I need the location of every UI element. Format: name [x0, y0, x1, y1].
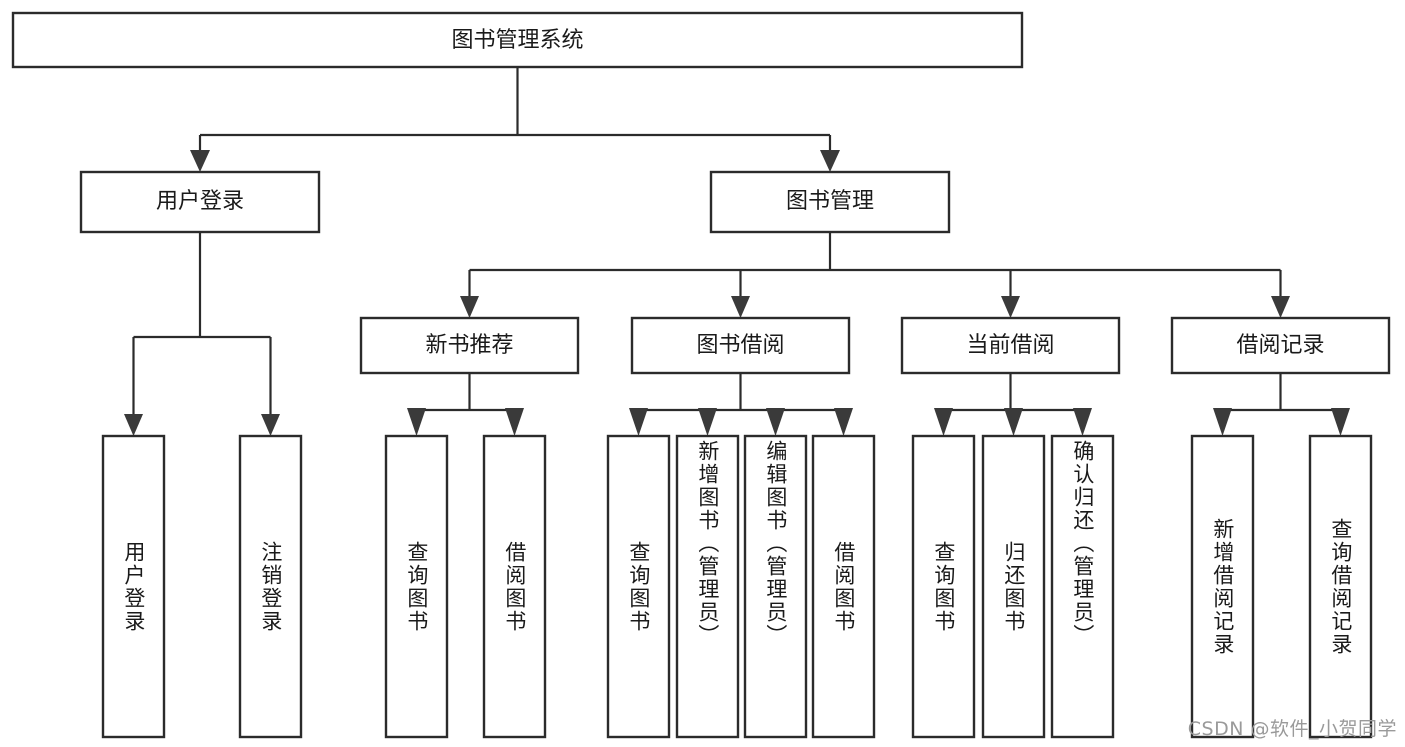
- node-leaf-query-book-current-box[interactable]: [911, 434, 976, 739]
- node-root-box[interactable]: [11, 11, 1024, 69]
- leaf-box-layer: [101, 434, 1373, 739]
- arrow-to-borrow-record-icon: [1271, 296, 1290, 318]
- node-leaf-borrow-book-borrow-box[interactable]: [811, 434, 876, 739]
- arrow-to-leaf-query-book-recommend-icon: [407, 408, 426, 436]
- node-current-borrow-label: 当前借阅: [966, 333, 1054, 358]
- node-leaf-return-book-box[interactable]: [981, 434, 1046, 739]
- node-leaf-add-book-admin-box[interactable]: [675, 434, 740, 739]
- arrow-to-leaf-edit-book-admin-icon: [766, 408, 785, 436]
- arrow-to-leaf-add-borrow-record-icon: [1213, 408, 1232, 436]
- arrow-to-leaf-user-logout-icon: [261, 414, 280, 436]
- node-new-book-recommend[interactable]: 新书推荐: [359, 316, 580, 375]
- node-leaf-edit-book-admin-box[interactable]: [743, 434, 808, 739]
- node-leaf-query-book-recommend-box[interactable]: [384, 434, 449, 739]
- node-borrow-record-label: 借阅记录: [1236, 333, 1324, 358]
- arrow-to-leaf-return-book-icon: [1004, 408, 1023, 436]
- arrow-to-book-borrow-icon: [731, 296, 750, 318]
- arrow-to-leaf-query-borrow-record-icon: [1331, 408, 1350, 436]
- arrow-to-leaf-confirm-return-admin-icon: [1073, 408, 1092, 436]
- arrow-to-leaf-add-book-admin-icon: [698, 408, 717, 436]
- arrow-to-user-login-icon: [190, 150, 210, 172]
- arrow-to-leaf-query-book-current-icon: [934, 408, 953, 436]
- arrow-to-current-borrow-icon: [1001, 296, 1020, 318]
- node-root-label: 图书管理系统: [451, 28, 583, 53]
- node-leaf-add-borrow-record-box[interactable]: [1190, 434, 1255, 739]
- node-book-borrow-box[interactable]: [630, 316, 851, 375]
- node-new-book-recommend-box[interactable]: [359, 316, 580, 375]
- node-leaf-confirm-return-admin-box[interactable]: [1050, 434, 1115, 739]
- arrow-to-leaf-borrow-book-recommend-icon: [505, 408, 524, 436]
- node-current-borrow-box[interactable]: [900, 316, 1121, 375]
- node-book-management-label: 图书管理: [786, 189, 874, 214]
- watermark-text: CSDN @软件_小贺同学: [1187, 718, 1397, 740]
- node-borrow-record[interactable]: 借阅记录: [1170, 316, 1391, 375]
- node-leaf-borrow-book-recommend-box[interactable]: [482, 434, 547, 739]
- arrow-to-leaf-borrow-book-borrow-icon: [834, 408, 853, 436]
- node-leaf-query-borrow-record-box[interactable]: [1308, 434, 1373, 739]
- node-book-management-box[interactable]: [709, 170, 951, 234]
- node-leaf-user-logout-box[interactable]: [238, 434, 303, 739]
- node-user-login-label: 用户登录: [156, 189, 244, 214]
- arrow-to-leaf-query-book-borrow-icon: [629, 408, 648, 436]
- node-book-management[interactable]: 图书管理: [709, 170, 951, 234]
- node-borrow-record-box[interactable]: [1170, 316, 1391, 375]
- node-book-borrow-label: 图书借阅: [696, 333, 784, 358]
- node-new-book-recommend-label: 新书推荐: [425, 333, 513, 358]
- arrow-to-leaf-user-login-icon: [124, 414, 143, 436]
- node-root[interactable]: 图书管理系统: [11, 11, 1024, 69]
- node-book-borrow[interactable]: 图书借阅: [630, 316, 851, 375]
- node-leaf-query-book-borrow-box[interactable]: [606, 434, 671, 739]
- node-leaf-user-login-box[interactable]: [101, 434, 166, 739]
- arrowhead-layer: [124, 150, 1350, 436]
- node-current-borrow[interactable]: 当前借阅: [900, 316, 1121, 375]
- arrow-to-book-management-icon: [820, 150, 840, 172]
- node-user-login[interactable]: 用户登录: [79, 170, 321, 234]
- arrow-to-new-book-recommend-icon: [460, 296, 479, 318]
- node-user-login-box[interactable]: [79, 170, 321, 234]
